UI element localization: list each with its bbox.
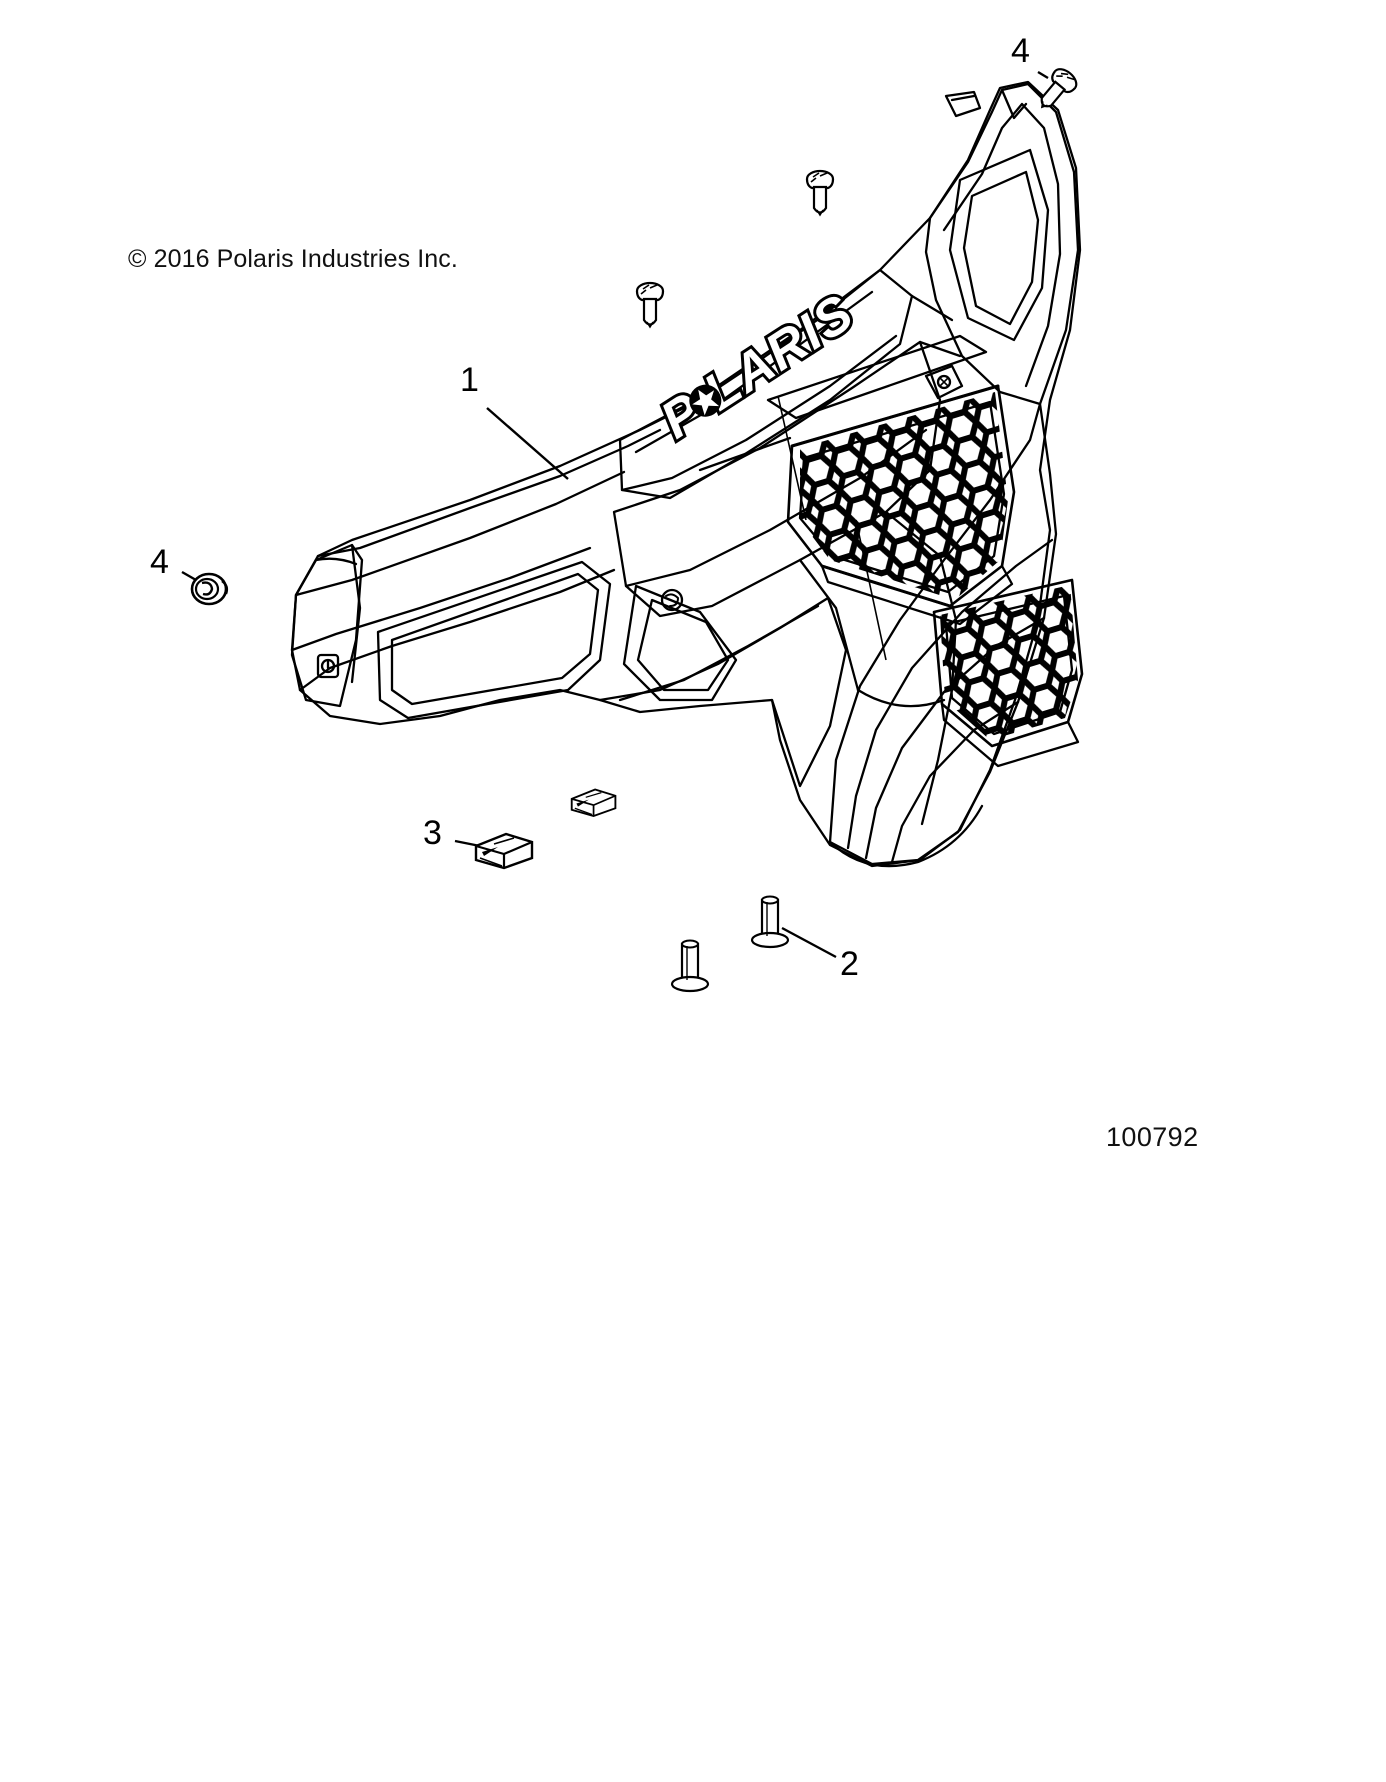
copyright-notice: © 2016 Polaris Industries Inc.: [128, 245, 458, 273]
callout-3: 3: [423, 814, 442, 852]
polaris-star-emblem: [689, 384, 722, 417]
leader-2: [781, 926, 837, 959]
fastener-flange-screw-lower: [670, 939, 710, 993]
internal-pointers: [777, 395, 887, 661]
callout-1: 1: [460, 361, 479, 399]
fastener-push-rivet-mid: [635, 281, 665, 329]
grille-mesh-lower: [940, 585, 1078, 740]
leader-4-top: [1037, 70, 1049, 80]
drawing-number: 100792: [1106, 1122, 1199, 1152]
fastener-push-rivet-upper-mid: [805, 169, 835, 217]
fastener-speed-nut-loose: [570, 788, 617, 817]
leader-1: [486, 407, 569, 480]
fastener-flange-screw-right: [750, 895, 790, 949]
callout-4-top: 4: [1011, 32, 1030, 70]
fastener-push-rivet-head-on-left: [190, 572, 229, 606]
callout-2: 2: [840, 945, 859, 983]
bumper-outline: [290, 80, 1084, 868]
callout-4-left: 4: [150, 543, 169, 581]
fastener-speed-nut-callout: [474, 832, 534, 870]
